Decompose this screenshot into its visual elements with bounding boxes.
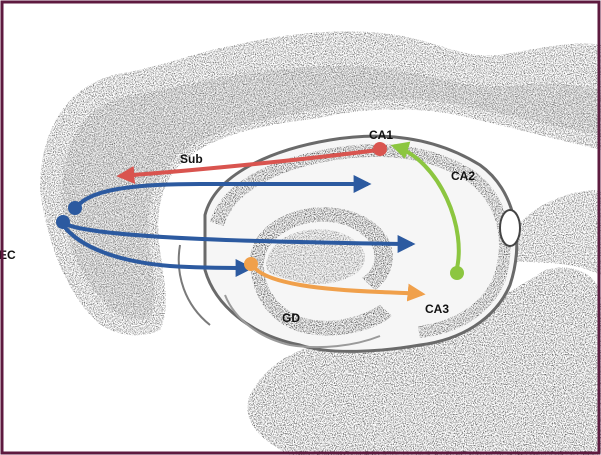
node-ec-upper <box>68 201 82 215</box>
node-ca1 <box>373 142 387 156</box>
label-ca1: CA1 <box>369 128 393 142</box>
label-ca2: CA2 <box>451 169 475 183</box>
label-gd: GD <box>282 311 300 325</box>
label-ca3: CA3 <box>425 302 449 316</box>
label-sub: Sub <box>180 152 203 166</box>
node-ca3 <box>450 266 464 280</box>
node-ec-lower <box>56 215 70 229</box>
node-gd <box>244 257 258 271</box>
